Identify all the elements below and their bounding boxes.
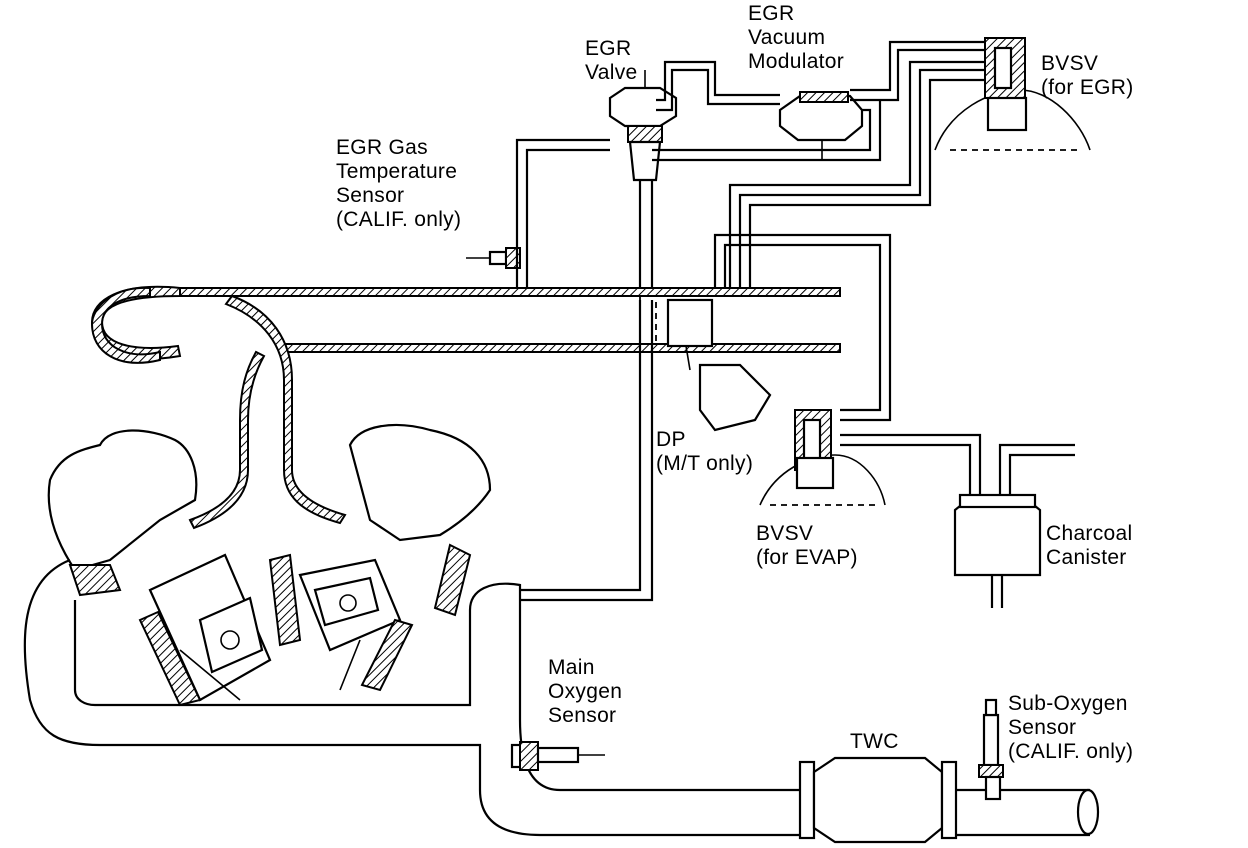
twc-label: TWC [850, 730, 899, 754]
label-line: BVSV [1041, 52, 1099, 75]
dp-label: DP (M/T only) [656, 428, 753, 476]
egr-valve-label: EGR Valve [585, 37, 637, 85]
label-line: (for EGR) [1041, 76, 1134, 99]
throttle-body-part [639, 295, 772, 432]
label-line: Canister [1046, 546, 1127, 569]
twc-converter [798, 756, 1100, 844]
label-line: BVSV [756, 522, 814, 545]
egr-gas-temperature-sensor-label: EGR Gas Temperature Sensor (CALIF. only) [336, 136, 461, 232]
egr-valve-part [608, 70, 678, 182]
label-line: Vacuum [748, 26, 826, 49]
label-line: (for EVAP) [756, 546, 858, 569]
label-line: Charcoal [1046, 522, 1133, 545]
label-line: (CALIF. only) [1008, 740, 1134, 763]
label-line: Oxygen [548, 680, 623, 703]
main-oxygen-sensor-part [510, 741, 605, 771]
label-line: Valve [585, 61, 638, 84]
charcoal-canister-label: Charcoal Canister [1046, 522, 1132, 570]
label-line: Modulator [748, 50, 845, 73]
charcoal-canister-part [953, 493, 1042, 608]
label-line: Sub-Oxygen [1008, 692, 1128, 715]
intake-runners [188, 294, 347, 530]
egr-temp-sensor-part [466, 247, 521, 269]
bvsv-egr-part [934, 37, 1091, 151]
bvsv-evap-part [759, 409, 886, 506]
bvsv-evap-label: BVSV (for EVAP) [756, 522, 858, 570]
vacuum-hoses [652, 40, 1075, 495]
label-line: (M/T only) [656, 452, 754, 475]
main-oxygen-sensor-label: Main Oxygen Sensor [548, 656, 622, 728]
label-line: Temperature [336, 160, 458, 183]
egr-vacuum-modulator-part [778, 91, 864, 160]
label-line: TWC [850, 730, 899, 753]
label-line: Sensor [548, 704, 617, 727]
label-line: Sensor [336, 184, 405, 207]
label-line: Sensor [1008, 716, 1077, 739]
sub-oxygen-sensor-label: Sub-Oxygen Sensor (CALIF. only) [1008, 692, 1133, 764]
label-line: Main [548, 656, 595, 679]
engine-block [47, 423, 492, 707]
label-line: EGR [748, 2, 795, 25]
exhaust-pipe [23, 558, 800, 837]
bvsv-egr-label: BVSV (for EGR) [1041, 52, 1134, 100]
egr-pipe [515, 138, 654, 602]
intake-pipe [90, 285, 841, 364]
egr-vacuum-modulator-label: EGR Vacuum Modulator [748, 2, 844, 74]
label-line: (CALIF. only) [336, 208, 462, 231]
sub-oxygen-sensor-part [978, 698, 1004, 801]
label-line: EGR Gas [336, 136, 428, 159]
label-line: EGR [585, 37, 632, 60]
label-line: DP [656, 428, 686, 451]
